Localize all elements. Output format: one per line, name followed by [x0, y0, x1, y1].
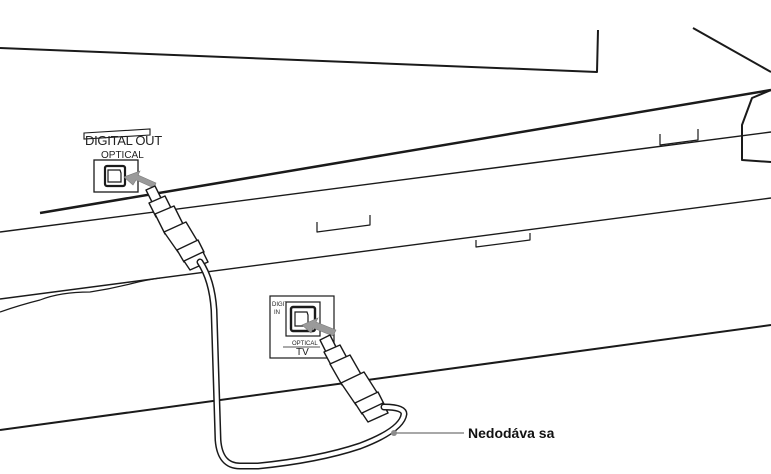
- tv-port-title: DIGITAL OUT: [85, 133, 162, 148]
- insert-arrow-soundbar: [301, 317, 337, 337]
- tv-port-subtitle: OPTICAL: [101, 150, 144, 161]
- soundbar-body: [0, 89, 771, 431]
- cable-callout: Nedodáva sa: [391, 425, 555, 441]
- soundbar-port-label-bottom-1: OPTICAL: [292, 341, 318, 347]
- soundbar-port-label-top-2: IN: [274, 310, 280, 316]
- optical-plug-tv-end: [145, 185, 209, 271]
- optical-cable: [196, 258, 408, 470]
- callout-not-supplied: Nedodáva sa: [468, 425, 555, 441]
- soundbar-port-label-top-1: DIGITAL: [272, 302, 296, 308]
- soundbar-port-label-bottom-2: TV: [296, 347, 309, 358]
- tv-body: [0, 27, 771, 215]
- optical-plug-soundbar-end: [319, 334, 389, 423]
